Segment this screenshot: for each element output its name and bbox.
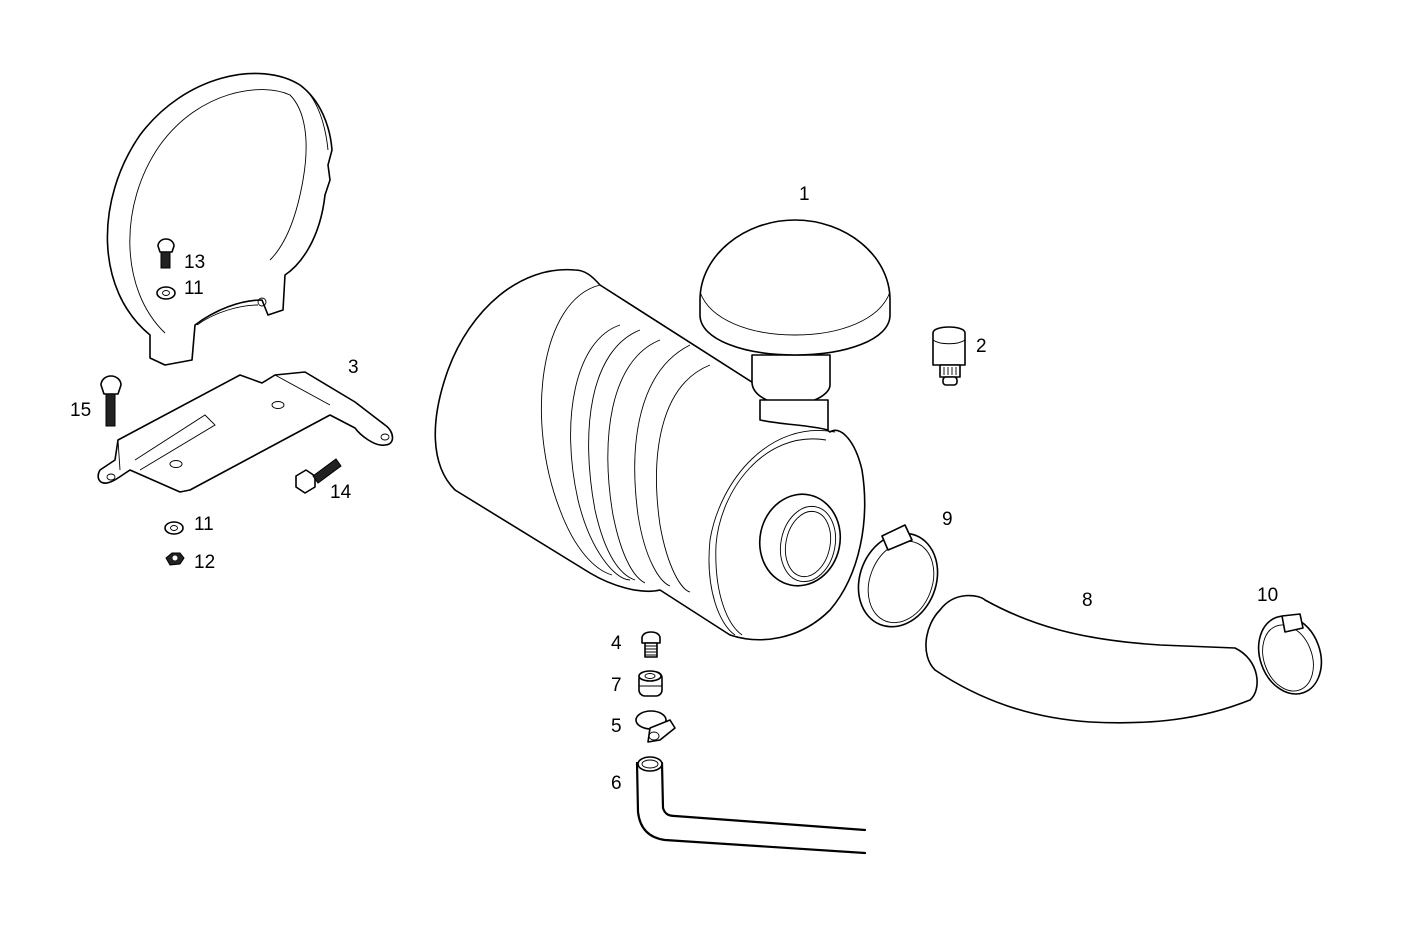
callout-14: 14	[330, 482, 352, 503]
washer-11-lower	[164, 521, 184, 535]
callout-12: 12	[194, 552, 216, 573]
callout-8: 8	[1082, 590, 1093, 611]
strap-band	[106, 72, 333, 366]
callout-11-upper: 11	[184, 278, 204, 299]
callout-9: 9	[942, 509, 953, 530]
nut-12	[165, 552, 185, 566]
callout-6: 6	[611, 773, 622, 794]
hose-clamp-10	[1257, 613, 1323, 695]
drain-plug-4	[641, 631, 661, 658]
grommet-7	[638, 670, 663, 697]
callout-3: 3	[348, 357, 359, 378]
bolt-15	[100, 375, 122, 427]
callout-13: 13	[184, 252, 206, 273]
callout-5: 5	[611, 716, 622, 737]
callout-7: 7	[611, 675, 622, 696]
air-filter-housing	[434, 268, 866, 641]
clogging-indicator-2	[932, 326, 966, 386]
callout-10: 10	[1257, 585, 1279, 606]
callout-4: 4	[611, 633, 622, 654]
drain-hose-6	[635, 756, 867, 855]
bolt-13	[157, 238, 175, 269]
intake-hose-8	[925, 594, 1258, 724]
precleaner-cap	[699, 219, 891, 431]
callout-15: 15	[70, 400, 92, 421]
hose-clamp-9	[857, 524, 939, 628]
bolt-14	[295, 458, 342, 494]
small-clamp-5	[635, 710, 676, 743]
mounting-bracket-3	[97, 371, 394, 493]
callout-1: 1	[799, 184, 810, 205]
callout-2: 2	[976, 336, 987, 357]
callout-11-lower: 11	[194, 514, 214, 535]
washer-11-upper	[156, 286, 176, 300]
